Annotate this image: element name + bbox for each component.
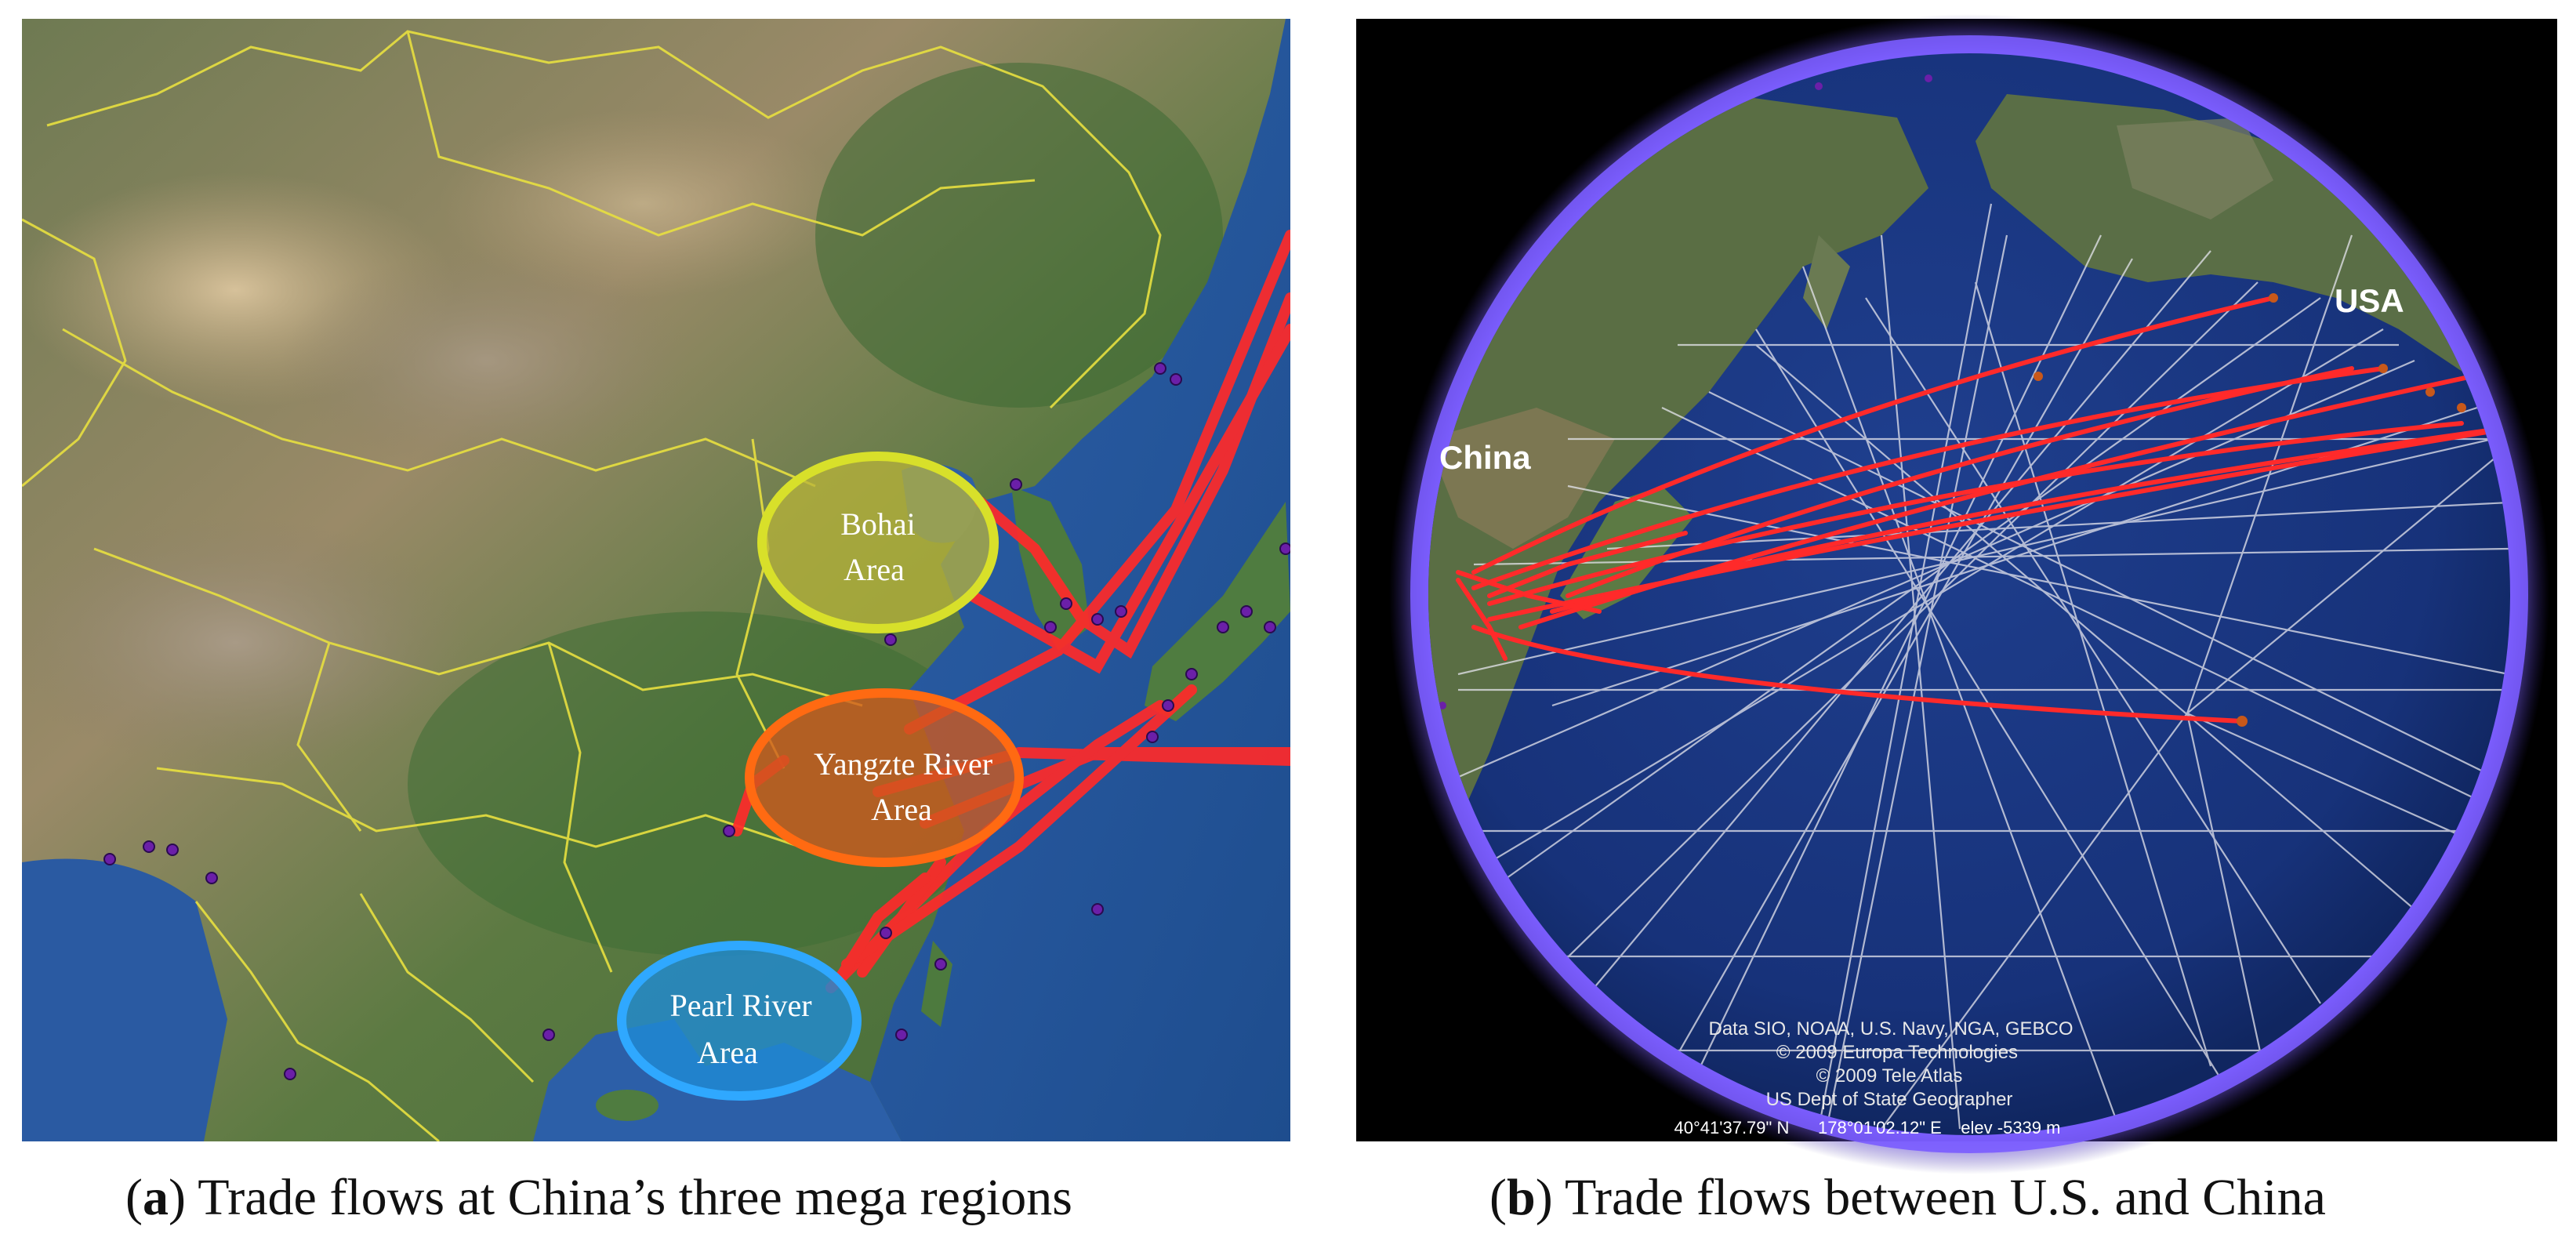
caption-panel-b: (b) Trade flows between U.S. and China — [1489, 1169, 2326, 1226]
yangtze-area-label-line2: Area — [871, 792, 932, 827]
bohai-area-marker: Bohai Area — [757, 452, 999, 633]
imagery-credit-line2: © 2009 Europa Technologies — [1776, 1042, 2018, 1063]
bohai-area-label-line1: Bohai — [840, 506, 916, 542]
pearl-area-label-line2: Area — [697, 1035, 758, 1070]
usa-label: USA — [2335, 282, 2404, 319]
caption-a-text: Trade flows at China’s three mega region… — [185, 1169, 1072, 1226]
coordinate-status-bar: 40°41'37.79" N 178°01'02.12" E elev -533… — [1674, 1118, 2061, 1137]
pearl-river-area-marker: Pearl River Area — [617, 941, 862, 1101]
china-label: China — [1439, 439, 1531, 476]
panel-a-map: Bohai Area Yangzte River Area Pearl Rive… — [22, 19, 1290, 1141]
yangtze-river-area-marker: Yangzte River Area — [745, 688, 1024, 867]
caption-b-text: Trade flows between U.S. and China — [1552, 1169, 2326, 1226]
panel-b-globe: China USA Data SIO, NOAA, U.S. Navy, NGA… — [1356, 14, 2557, 1174]
caption-b-letter: b — [1506, 1169, 1536, 1226]
imagery-credit-line1: Data SIO, NOAA, U.S. Navy, NGA, GEBCO — [1709, 1018, 2073, 1039]
imagery-credit-line3: © 2009 Tele Atlas — [1816, 1065, 1963, 1087]
bohai-area-label-line2: Area — [844, 552, 905, 587]
caption-a-letter: a — [142, 1169, 169, 1226]
yangtze-area-label-line1: Yangzte River — [814, 746, 992, 782]
imagery-credit-line4: US Dept of State Geographer — [1766, 1089, 2013, 1110]
caption-panel-a: (a) Trade flows at China’s three mega re… — [125, 1169, 1072, 1226]
pearl-area-label-line1: Pearl River — [669, 988, 811, 1023]
